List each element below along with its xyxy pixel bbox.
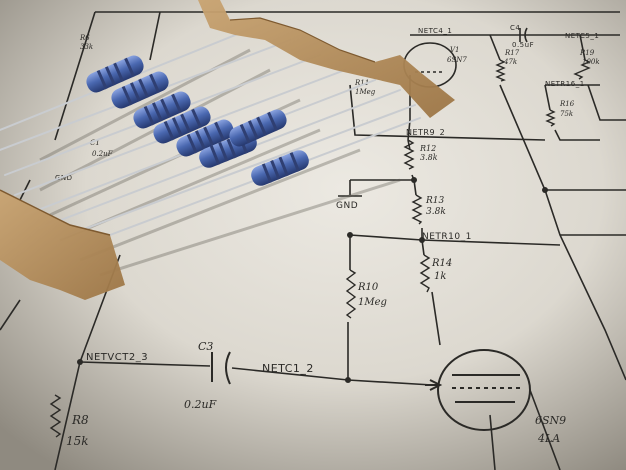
r14-symbol xyxy=(419,254,431,293)
tape-left xyxy=(0,190,125,300)
label-r11: R11 xyxy=(354,79,369,87)
label-r10-value: 1Meg xyxy=(358,297,387,308)
capacitor-c3 xyxy=(211,351,231,385)
label-netc1: NETC1_2 xyxy=(262,362,314,375)
label-r8: R8 xyxy=(71,413,89,427)
label-r13: R13 xyxy=(425,196,445,206)
tape-top xyxy=(198,0,455,118)
r17-symbol xyxy=(495,59,506,82)
label-netr9: NETR9_2 xyxy=(406,128,445,137)
r12-symbol xyxy=(403,139,415,170)
label-c3-value: 0.2uF xyxy=(184,398,217,411)
r16-symbol xyxy=(545,109,556,127)
resistor-7 xyxy=(229,109,287,147)
label-netr10: NETR10_1 xyxy=(422,232,472,242)
label-netc4: NETC4_1 xyxy=(418,27,452,35)
label-r17-value: 47k xyxy=(503,58,517,66)
schematic-wires xyxy=(0,11,626,470)
label-netr16: NETR16_1 xyxy=(545,80,585,88)
label-r16-value: 75k xyxy=(560,110,573,118)
label-r11-value: 1Meg xyxy=(355,88,376,96)
label-gnd: GND xyxy=(336,201,358,211)
label-c4: C4 xyxy=(510,24,520,32)
junction-dots xyxy=(77,177,548,383)
label-c1: C1 xyxy=(90,139,100,147)
capacitor-c4 xyxy=(519,27,528,43)
r13-symbol xyxy=(411,194,423,225)
resistor-4 xyxy=(153,106,211,144)
resistor-3 xyxy=(133,91,191,129)
label-r16: R16 xyxy=(559,100,575,108)
label-r6: R6 xyxy=(79,34,90,42)
label-v2: 6SN9 xyxy=(535,414,566,427)
label-gnd-small: GND xyxy=(55,174,73,182)
label-v1: V1 xyxy=(450,46,460,54)
label-netvct2: NETVCT2_3 xyxy=(86,352,148,363)
label-r17: R17 xyxy=(504,49,520,57)
label-netc5: NETC5_1 xyxy=(565,32,599,40)
resistor-5 xyxy=(176,119,234,157)
resistor-8 xyxy=(251,150,309,186)
tape-strips xyxy=(0,0,455,300)
r10-symbol xyxy=(345,269,357,319)
label-r14: R14 xyxy=(431,258,452,269)
tube-v2-symbol xyxy=(425,349,531,431)
resistors xyxy=(86,55,309,186)
label-c3: C3 xyxy=(198,340,213,353)
label-r12-value: 3.8k xyxy=(420,153,438,162)
resistor-1 xyxy=(86,55,144,93)
schematic-resistors xyxy=(49,59,591,438)
label-r19-value: 100k xyxy=(582,58,600,66)
label-r19: R19 xyxy=(579,49,595,57)
label-r14-value: 1k xyxy=(434,271,446,282)
label-r13-value: 3.8k xyxy=(426,207,446,217)
label-c4-value: 0.5uF xyxy=(512,41,534,49)
r8-symbol xyxy=(49,394,62,438)
schematic-labels: NETC4_1 C4 0.5uF NETC5_1 V1 6SN7 R17 47k… xyxy=(55,24,600,448)
resistor-2 xyxy=(111,71,169,109)
r19-symbol xyxy=(573,59,591,80)
label-v1b: 6SN7 xyxy=(447,56,467,64)
label-v2b: 4LA xyxy=(537,432,560,445)
label-r10: R10 xyxy=(357,282,379,293)
label-r6-value: 33k xyxy=(80,43,93,51)
label-c1-value: 0.2uF xyxy=(92,150,114,158)
label-r8-value: 15k xyxy=(66,434,89,448)
label-r12: R12 xyxy=(419,144,436,153)
